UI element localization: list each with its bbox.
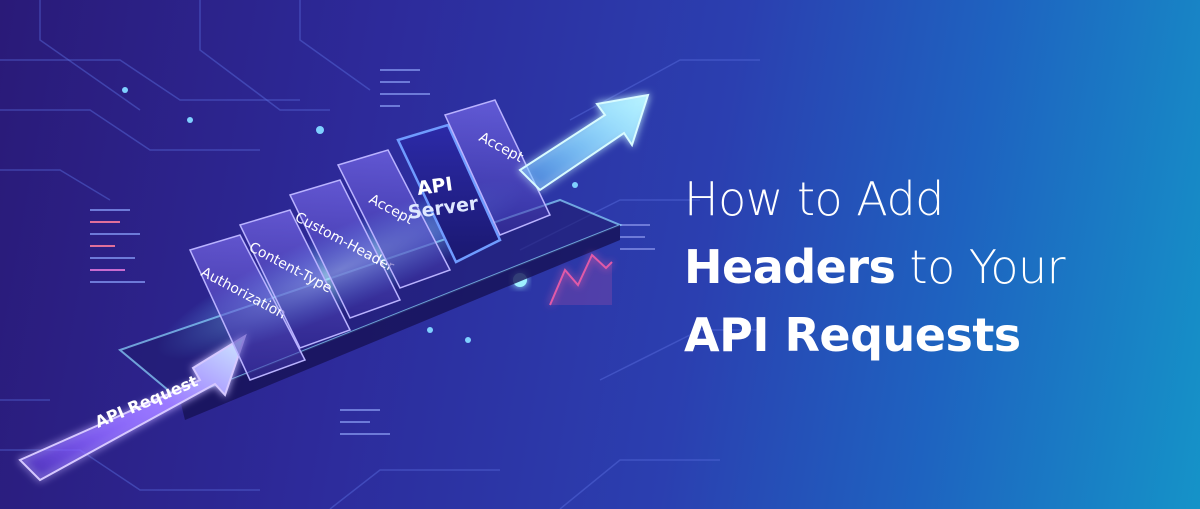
headline-headers-word: Headers: [684, 240, 896, 294]
header-panel-accept: Accept: [336, 149, 452, 289]
outgoing-panel-accept: Accept: [443, 99, 552, 236]
circuit-traces: [0, 0, 760, 509]
api-server: API Server: [396, 123, 502, 264]
headline-line2-rest: to Your: [895, 240, 1066, 294]
headline-line1-text: How to Add: [684, 172, 944, 226]
outgoing-arrow: [518, 93, 650, 192]
headline-line3-text: API Requests: [684, 308, 1021, 362]
server-label-api: API: [416, 173, 454, 200]
mini-chart: [549, 253, 613, 306]
headline-line2: Headers to Your: [684, 233, 1184, 301]
headline: How to Add Headers to Your API Requests: [684, 165, 1184, 369]
incoming-arrow: [18, 333, 247, 482]
headline-line3: API Requests: [684, 301, 1184, 369]
code-snippets: [90, 69, 655, 435]
headline-line1: How to Add: [684, 165, 1184, 233]
